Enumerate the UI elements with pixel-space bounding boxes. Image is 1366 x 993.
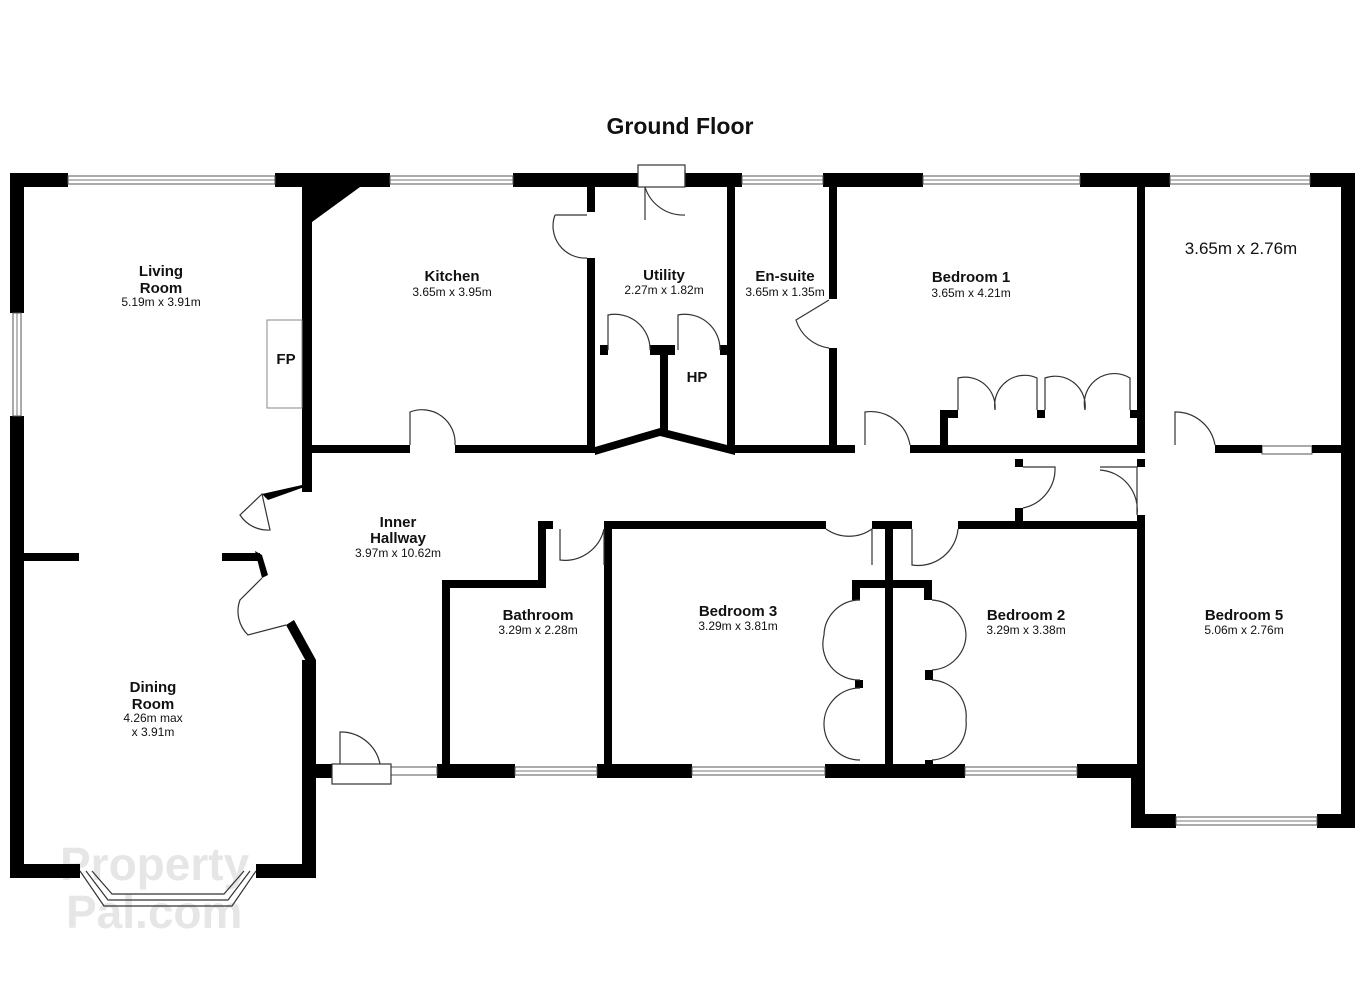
kitchen-name: Kitchen [424, 268, 479, 285]
bedroom-1-dim: 3.65m x 4.21m [931, 286, 1010, 300]
hallway-name-2: Hallway [370, 530, 427, 547]
bedroom-3-name: Bedroom 3 [699, 603, 777, 620]
top-right-room-dim: 3.65m x 2.76m [1185, 239, 1297, 258]
windows [12, 175, 1318, 907]
watermark-line-1: Property [60, 838, 250, 890]
watermark-logo: Property Pal.com [60, 838, 250, 938]
hot-press-label: HP [687, 369, 708, 386]
fireplace [266, 319, 303, 409]
living-room-name-1: Living [139, 263, 183, 280]
room-labels: Living Room 5.19m x 3.91m Kitchen 3.65m … [121, 239, 1297, 739]
living-room-name-2: Room [140, 280, 183, 297]
floor-title: Ground Floor [607, 113, 754, 139]
bedroom-1-name: Bedroom 1 [932, 269, 1010, 286]
dining-room-dim-1: 4.26m max [123, 711, 182, 725]
ensuite-dim: 3.65m x 1.35m [745, 285, 824, 299]
interior-walls [24, 173, 1341, 770]
hallway-name-1: Inner [380, 514, 417, 531]
dining-room-name-2: Room [132, 696, 175, 713]
kitchen-dim: 3.65m x 3.95m [412, 285, 491, 299]
bathroom-dim: 3.29m x 2.28m [498, 623, 577, 637]
bedroom-2-dim: 3.29m x 3.38m [986, 623, 1065, 637]
watermark-line-2: Pal.com [66, 886, 242, 938]
living-room-dim: 5.19m x 3.91m [121, 295, 200, 309]
utility-dim: 2.27m x 1.82m [624, 283, 703, 297]
hallway-dim: 3.97m x 10.62m [355, 546, 441, 560]
fireplace-label: FP [276, 351, 295, 368]
dining-room-name-1: Dining [130, 679, 177, 696]
bedroom-5-name: Bedroom 5 [1205, 607, 1283, 624]
ensuite-name: En-suite [755, 268, 814, 285]
utility-name: Utility [643, 267, 685, 284]
bedroom-5-dim: 5.06m x 2.76m [1204, 623, 1283, 637]
bedroom-2-name: Bedroom 2 [987, 607, 1065, 624]
dining-room-dim-2: x 3.91m [132, 725, 175, 739]
bathroom-name: Bathroom [503, 607, 574, 624]
doors [237, 164, 1216, 785]
bedroom-3-dim: 3.29m x 3.81m [698, 619, 777, 633]
